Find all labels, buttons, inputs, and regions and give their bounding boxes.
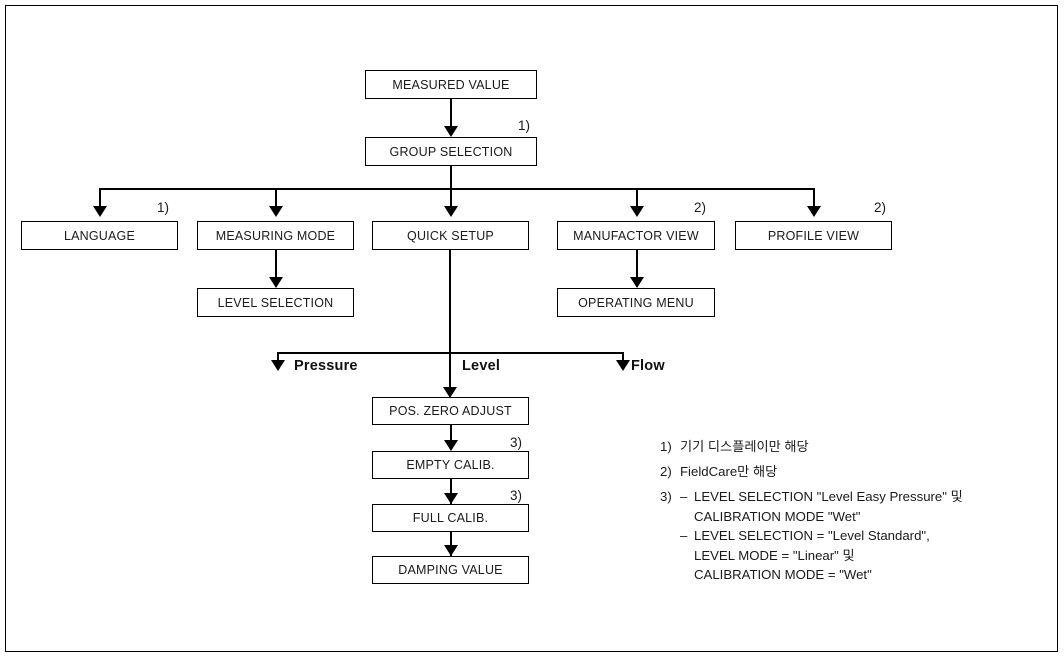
connector-full-to-damping [450, 532, 452, 556]
distribution-bus-line [99, 188, 814, 190]
node-quick-setup-label: QUICK SETUP [407, 228, 494, 243]
legend-item-2-marker: 2) [660, 464, 672, 479]
diagram-border [5, 5, 1058, 652]
node-manufactor-view-label: MANUFACTOR VIEW [573, 228, 699, 243]
connector-pos-zero-to-empty [450, 425, 452, 450]
legend-item-3-line-2: CALIBRATION MODE "Wet" [694, 508, 861, 524]
footnote-mark-language: 1) [157, 200, 170, 215]
legend-item-2-text: FieldCare만 해당 [680, 464, 778, 479]
connector-measured-to-group [450, 99, 452, 131]
connector-measuring-to-level-selection [275, 250, 277, 282]
leg-to-quick-setup [450, 188, 452, 209]
arrowhead-operating-menu [630, 277, 644, 288]
leg-flow [622, 352, 624, 363]
legend-item-1-text: 기기 디스플레이만 해당 [680, 439, 809, 454]
legend-item-1-marker: 1) [660, 439, 672, 454]
legend-item-3: 3) – LEVEL SELECTION "Level Easy Pressur… [660, 487, 1040, 585]
node-level-selection: LEVEL SELECTION [197, 288, 354, 317]
arrowhead-measured-to-group [444, 126, 458, 137]
connector-empty-to-full [450, 479, 452, 504]
legend-item-3-body: – LEVEL SELECTION "Level Easy Pressure" … [680, 487, 1040, 585]
footnote-mark-empty-calib: 3) [510, 435, 523, 450]
node-language-label: LANGUAGE [63, 228, 136, 243]
node-level-selection-label: LEVEL SELECTION [217, 295, 334, 310]
legend-item-3-line-4: LEVEL MODE = "Linear" 및 [694, 547, 855, 563]
footnote-mark-profile-view: 2) [874, 200, 887, 215]
node-measuring-mode-label: MEASURING MODE [215, 228, 336, 243]
legend-item-3-line-5: CALIBRATION MODE = "Wet" [694, 567, 872, 582]
node-full-calib-label: FULL CALIB. [412, 511, 489, 525]
legend-item-3-dash-1: – [680, 489, 688, 504]
branch-label-pressure: Pressure [294, 358, 358, 374]
node-group-selection-label: GROUP SELECTION [389, 144, 513, 159]
arrowhead-damping-value [444, 545, 458, 556]
node-measuring-mode: MEASURING MODE [197, 221, 354, 250]
legend-item-2: 2) FieldCare만 해당 [660, 462, 1040, 482]
node-profile-view-label: PROFILE VIEW [767, 228, 860, 243]
legend-item-1: 1) 기기 디스플레이만 해당 [660, 437, 1040, 457]
footnote-mark-manufactor-view: 2) [694, 200, 707, 215]
footnote-mark-full-calib: 3) [510, 488, 523, 503]
legend-item-3-sub-a: – LEVEL SELECTION "Level Easy Pressure" … [680, 487, 1040, 507]
legend-item-3-marker: 3) [660, 489, 672, 504]
node-damping-value: DAMPING VALUE [372, 556, 529, 584]
node-manufactor-view: MANUFACTOR VIEW [557, 221, 715, 250]
legend-item-3-line-3: LEVEL SELECTION = "Level Standard", [694, 528, 930, 543]
connector-manufactor-to-operating-menu [636, 250, 638, 282]
leg-level [449, 352, 452, 392]
leg-to-measuring-mode [275, 188, 277, 209]
connector-quick-setup-trunk [449, 250, 452, 353]
legend-item-3-line-1: LEVEL SELECTION "Level Easy Pressure" 및 [694, 489, 963, 504]
connector-group-to-bus [450, 166, 452, 189]
leg-to-profile-view [813, 188, 815, 209]
arrowhead-measuring-mode [269, 206, 283, 217]
node-empty-calib: EMPTY CALIB. [372, 451, 529, 479]
leg-pressure [277, 352, 279, 363]
arrowhead-quick-setup [444, 206, 458, 217]
node-measured-value: MEASURED VALUE [365, 70, 537, 99]
branch-label-flow: Flow [631, 358, 665, 374]
node-full-calib: FULL CALIB. [372, 504, 529, 532]
leg-to-language [99, 188, 101, 209]
node-pos-zero-adjust: POS. ZERO ADJUST [372, 397, 529, 425]
node-group-selection: GROUP SELECTION [365, 137, 537, 166]
node-pos-zero-adjust-label: POS. ZERO ADJUST [389, 404, 512, 418]
arrowhead-empty-calib [444, 440, 458, 451]
arrowhead-flow [616, 360, 630, 371]
node-operating-menu: OPERATING MENU [557, 288, 715, 317]
arrowhead-level-selection [269, 277, 283, 288]
node-quick-setup: QUICK SETUP [372, 221, 529, 250]
node-measured-value-label: MEASURED VALUE [392, 77, 510, 92]
legend-item-3-dash-2: – [680, 528, 688, 543]
branch-label-level: Level [462, 358, 501, 374]
arrowhead-level [443, 387, 457, 398]
arrowhead-full-calib [444, 493, 458, 504]
node-empty-calib-label: EMPTY CALIB. [406, 458, 495, 472]
footnote-legend: 1) 기기 디스플레이만 해당 2) FieldCare만 해당 3) – LE… [660, 437, 1040, 590]
arrowhead-pressure [271, 360, 285, 371]
leg-to-manufactor-view [636, 188, 638, 209]
node-language: LANGUAGE [21, 221, 178, 250]
node-profile-view: PROFILE VIEW [735, 221, 892, 250]
footnote-mark-group-selection: 1) [518, 118, 531, 133]
arrowhead-profile-view [807, 206, 821, 217]
node-operating-menu-label: OPERATING MENU [578, 295, 694, 310]
legend-item-3-sub-b: – LEVEL SELECTION = "Level Standard", [680, 526, 1040, 546]
arrowhead-language [93, 206, 107, 217]
node-damping-value-label: DAMPING VALUE [398, 563, 503, 577]
arrowhead-manufactor-view [630, 206, 644, 217]
